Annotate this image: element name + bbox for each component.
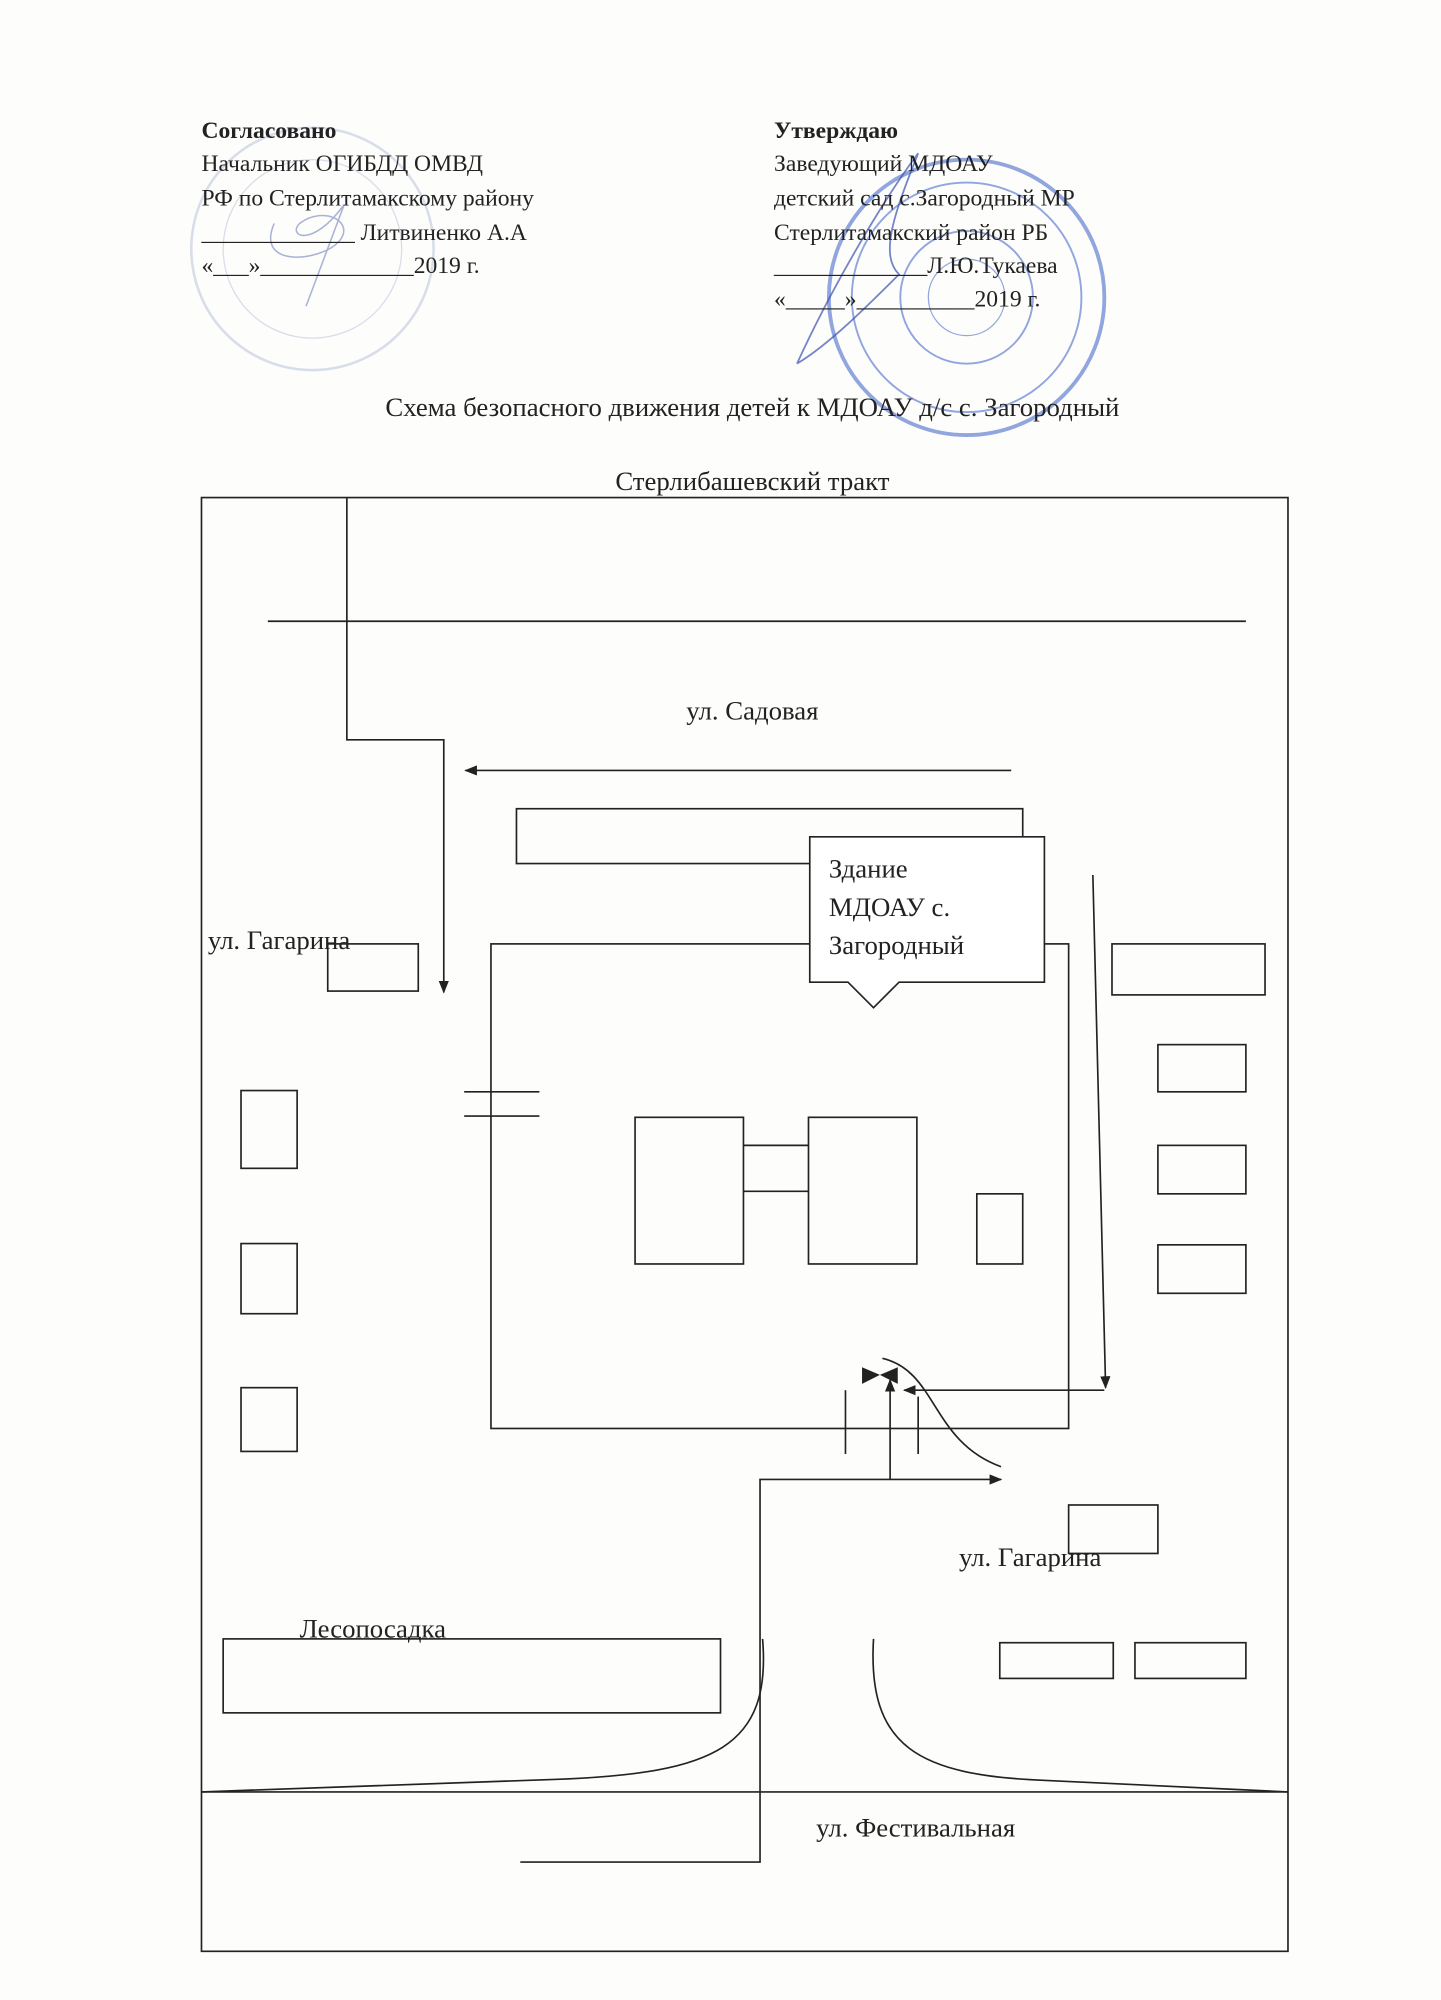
house — [240, 1386, 298, 1453]
kindergarten-building-left — [634, 1116, 745, 1265]
road-curve-left — [201, 1638, 765, 1793]
street-label-sadovaya: ул. Садовая — [686, 695, 818, 725]
street-label-festivalnaya: ул. Фестивальная — [816, 1813, 1015, 1843]
callout-line1: Здание — [829, 854, 908, 884]
approval-left-line2: РФ по Стерлитамакскому району — [201, 186, 534, 212]
approval-left-date: «___»_____________2019 г. — [201, 253, 479, 279]
approval-right-line2: детский сад с.Загородный МР — [774, 186, 1075, 212]
approval-left-signature: _____________ Литвиненко А.А — [200, 220, 526, 246]
callout-line3: Загородный — [829, 930, 964, 960]
house — [240, 1089, 298, 1170]
house — [1157, 1244, 1247, 1295]
map-frame — [200, 496, 1289, 1953]
kindergarten-territory — [490, 943, 1070, 1430]
approval-right-line1: Заведующий МДОАУ — [774, 151, 993, 177]
approval-left-heading: Согласовано — [201, 118, 336, 144]
house — [240, 1242, 298, 1315]
approval-right-line3: Стерлитамакский район РБ — [774, 220, 1048, 246]
route-arrow-left — [346, 497, 449, 994]
callout-line2: МДОАУ с. — [829, 892, 950, 922]
stamp-right — [826, 157, 1107, 437]
house — [1157, 1043, 1247, 1093]
forest-strip — [222, 1638, 722, 1714]
road-curve-right — [872, 1638, 1289, 1793]
approval-right-heading: Утверждаю — [774, 118, 898, 144]
street-label-gagarina-right: ул. Гагарина — [959, 1542, 1102, 1572]
outbuilding — [975, 1193, 1024, 1265]
kindergarten-building-right — [807, 1116, 918, 1265]
house — [998, 1641, 1115, 1680]
gate-icon — [862, 1367, 898, 1384]
page-title: Схема безопасного движения детей к МДОАУ… — [385, 392, 1119, 422]
approval-left-line1: Начальник ОГИБДД ОМВД — [201, 151, 482, 177]
route-arrow-right — [1092, 875, 1111, 1389]
road-label-top: Стерлибашевский тракт — [615, 466, 889, 496]
house — [1157, 1144, 1247, 1195]
approval-right-date: «_____»__________2019 г. — [774, 286, 1040, 312]
route-arrow-bottom — [520, 1474, 1003, 1863]
house — [1134, 1641, 1247, 1680]
signature-left — [270, 203, 346, 307]
street-label-gagarina-left: ул. Гагарина — [208, 925, 351, 955]
entrance-curve — [882, 1357, 1002, 1468]
house — [326, 943, 420, 992]
house — [1067, 1504, 1159, 1555]
stamp-left-faint — [190, 126, 435, 372]
building-callout — [808, 835, 1046, 1009]
signature-right — [796, 152, 919, 365]
house — [1111, 943, 1266, 996]
approval-right-signature: _____________Л.Ю.Тукаева — [773, 253, 1058, 279]
